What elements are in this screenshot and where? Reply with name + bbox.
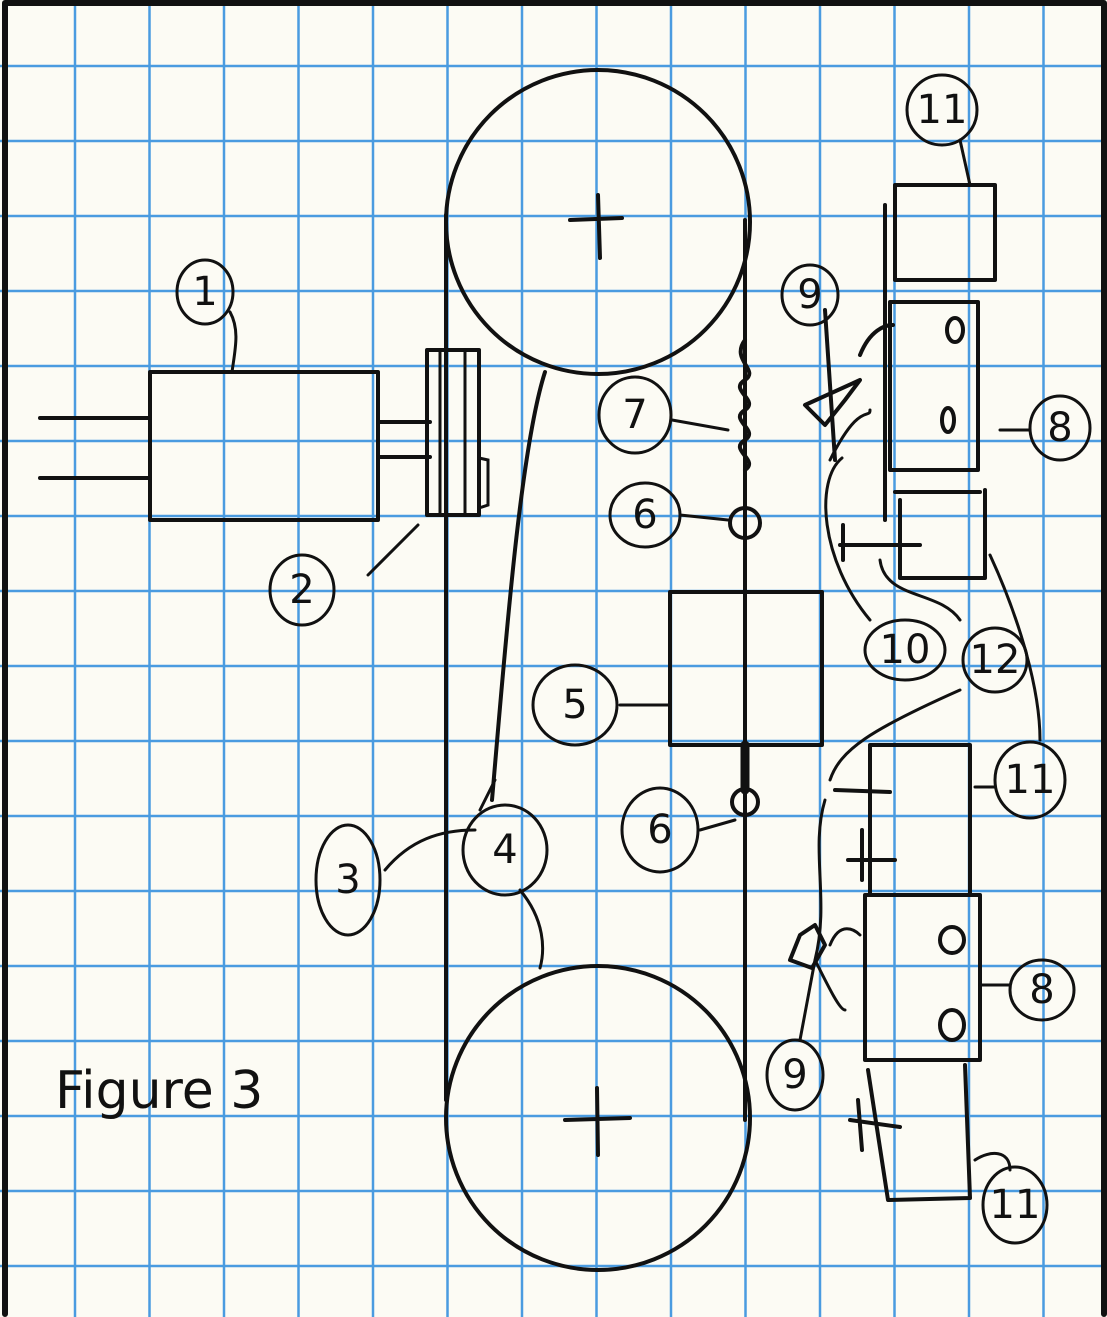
label-12: 12: [961, 626, 1029, 694]
svg-text:8: 8: [1047, 405, 1072, 451]
coupling: [366, 348, 490, 577]
svg-text:7: 7: [622, 392, 647, 438]
svg-text:2: 2: [289, 567, 314, 613]
svg-text:5: 5: [562, 682, 587, 728]
svg-text:11: 11: [990, 1182, 1041, 1228]
label-11-bottom: 11: [981, 1165, 1049, 1245]
bottom-pulley: [444, 964, 752, 1272]
lower-clamp-assembly: [788, 688, 982, 1202]
svg-text:12: 12: [970, 637, 1021, 683]
svg-text:11: 11: [1005, 757, 1056, 803]
svg-text:6: 6: [647, 807, 672, 853]
motor-box: [38, 370, 432, 522]
svg-text:9: 9: [782, 1052, 807, 1098]
label-8-upper: 8: [1028, 394, 1092, 462]
label-10: 10: [863, 618, 947, 682]
upper-node: [728, 506, 762, 540]
label-3: 3: [314, 823, 382, 937]
label-1: 1: [175, 258, 235, 326]
svg-text:10: 10: [880, 627, 931, 673]
label-5: 5: [531, 663, 619, 747]
svg-text:6: 6: [632, 492, 657, 538]
label-11-mid: 11: [993, 740, 1067, 820]
svg-text:3: 3: [335, 857, 360, 903]
label-9-upper: 9: [780, 263, 840, 327]
label-11-top: 11: [905, 73, 979, 147]
label-7: 7: [597, 375, 673, 455]
label-2: 2: [268, 553, 336, 627]
svg-text:1: 1: [192, 269, 217, 315]
inner-belt: [490, 370, 547, 802]
label-4: 4: [461, 803, 549, 897]
label-8-lower: 8: [1008, 958, 1076, 1022]
svg-text:9: 9: [797, 272, 822, 318]
outer-belt: [444, 213, 747, 1122]
label-9-lower: 9: [765, 1038, 825, 1112]
spring: [737, 338, 752, 472]
label-6-lower: 6: [620, 786, 700, 874]
svg-text:8: 8: [1029, 967, 1054, 1013]
svg-text:11: 11: [917, 87, 968, 133]
top-pulley: [444, 68, 752, 376]
upper-clamp-assembly: [803, 183, 1042, 742]
figure-caption: Figure 3: [55, 1061, 263, 1121]
svg-text:4: 4: [492, 827, 517, 873]
label-6-upper: 6: [608, 481, 682, 549]
